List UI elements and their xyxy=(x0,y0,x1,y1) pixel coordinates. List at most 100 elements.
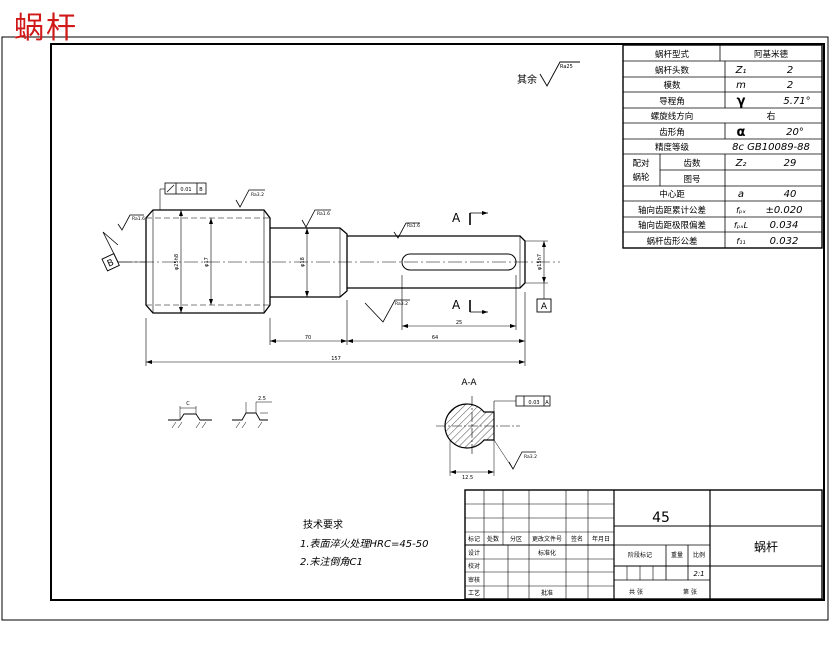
tol-frame-1-value: 0.01 xyxy=(180,187,191,193)
tb-weight-label: 重量 xyxy=(671,551,683,559)
tb-header-1: 处数 xyxy=(487,535,499,543)
tb-header-3: 更改文件号 xyxy=(532,535,562,543)
param-value-3: 5.71° xyxy=(783,96,810,107)
chamfer-details-text: C 2.5 xyxy=(186,396,266,407)
section-cut-label-bottom: A xyxy=(452,298,461,312)
tb-sheet-total: 共 张 xyxy=(629,588,643,596)
tol-frame-2-value: 0.03 xyxy=(528,400,539,406)
mating-drawing-no-label: 图号 xyxy=(683,175,700,185)
param-value-5: 20° xyxy=(786,127,804,138)
param-bottom-symbol-3: f₁₁ xyxy=(736,237,745,246)
rest-finish-label: 其余 xyxy=(517,73,537,86)
tol-frame-1-ref: B xyxy=(199,187,203,193)
rest-finish-value: Ra25 xyxy=(560,64,573,70)
ra-left: Ra1.6 xyxy=(132,216,145,222)
tb-header-0: 标记 xyxy=(468,535,480,543)
section-key-depth: 12.5 xyxy=(462,475,473,481)
ra-section: Ra3.2 xyxy=(524,454,537,460)
param-name-1: 蜗杆头数 xyxy=(655,65,690,76)
datum-a-box xyxy=(536,298,552,313)
dim-70: 70 xyxy=(305,335,311,341)
part-name: 蜗杆 xyxy=(754,539,778,554)
keyed-end-outline xyxy=(347,235,526,289)
param-bottom-value-0: 40 xyxy=(784,189,797,200)
datum-b-letter: B xyxy=(106,258,116,270)
tech-req-item-1: 1.表面淬火处理HRC=45-50 xyxy=(300,538,428,550)
tol-frame-2-ref: A xyxy=(545,400,549,406)
param-value-1: 2 xyxy=(787,65,793,76)
material: 45 xyxy=(652,510,670,526)
title-block xyxy=(464,489,823,600)
rest-surface-finish: 其余 Ra25 xyxy=(517,61,580,87)
journal-outline xyxy=(270,227,348,298)
tb-role-1: 校对 xyxy=(468,562,480,570)
tb-scale-value: 2:1 xyxy=(693,570,704,578)
param-value-0: 阿基米德 xyxy=(754,49,789,60)
dim-25: 25 xyxy=(456,320,462,326)
tb-sheet-no: 第 张 xyxy=(683,588,697,596)
param-symbol-2: m xyxy=(736,80,746,91)
title-block-text: 45 蜗杆 标记 处数 分区 更改文件号 签名 年月日 设计 校对 审核 工艺 … xyxy=(468,510,778,597)
dim-total: 157 xyxy=(331,356,341,362)
param-value-2: 2 xyxy=(787,80,793,91)
tb-scale-label: 比例 xyxy=(693,551,705,559)
dim-root-dia: φ17 xyxy=(204,257,210,267)
dim-end-dia: φ15h7 xyxy=(537,254,543,270)
param-name-3: 导程角 xyxy=(659,96,685,107)
main-view-text: 70 64 25 157 φ25h8 φ17 φ18 φ15h7 0.01 B … xyxy=(106,187,548,362)
ra-journal: Ra1.6 xyxy=(317,211,330,217)
param-name-6: 精度等级 xyxy=(655,142,690,153)
mating-teeth-value: 29 xyxy=(784,158,797,169)
mating-teeth-label: 齿数 xyxy=(683,158,701,169)
param-name-4: 螺旋线方向 xyxy=(651,111,694,122)
keyway-slot xyxy=(401,253,517,271)
ra-bottom: Ra3.2 xyxy=(395,301,408,307)
param-bottom-name-2: 轴向齿距极限偏差 xyxy=(638,220,706,231)
parameter-table xyxy=(622,44,823,249)
param-bottom-name-0: 中心距 xyxy=(659,189,685,200)
parameter-table-text: 蜗杆型式 阿基米德 蜗杆头数 Z₁ 2 模数 m 2 导程角 γ 5.71° 螺… xyxy=(632,49,810,247)
datum-a-letter: A xyxy=(541,302,548,312)
outer-border xyxy=(1,36,829,621)
tb-approve-label: 批准 xyxy=(541,589,553,597)
chamfer-details xyxy=(168,401,272,429)
section-cut-label-top: A xyxy=(452,211,461,225)
param-value-6: 8c GB10089-88 xyxy=(732,142,810,153)
param-bottom-symbol-2: fₚₓL xyxy=(734,221,748,230)
dim-64: 64 xyxy=(432,335,438,341)
tb-stage-label: 阶段标记 xyxy=(628,551,652,559)
param-bottom-value-1: ±0.020 xyxy=(765,205,802,216)
tolerance-frame-1 xyxy=(164,182,207,195)
roughness-symbol-icon xyxy=(539,61,580,87)
dim-journal-dia: φ18 xyxy=(300,257,306,267)
technical-requirements: 技术要求 1.表面淬火处理HRC=45-50 2.未注倒角C1 xyxy=(300,518,428,568)
drawing-title: 蜗杆 xyxy=(14,11,78,46)
param-bottom-name-3: 蜗杆齿形公差 xyxy=(646,236,697,247)
mating-label-2: 蜗轮 xyxy=(632,172,650,183)
param-bottom-name-1: 轴向齿距累计公差 xyxy=(638,205,706,216)
section-a-a-text: A-A 12.5 0.03 A Ra3.2 xyxy=(461,378,549,481)
param-bottom-symbol-0: a xyxy=(738,189,744,200)
tb-header-4: 签名 xyxy=(571,535,583,543)
param-name-2: 模数 xyxy=(663,80,681,91)
ra-key: Ra1.6 xyxy=(407,223,420,229)
mating-teeth-symbol: Z₂ xyxy=(735,158,747,169)
detail-cc-label: C xyxy=(186,401,190,407)
tb-role-2: 审核 xyxy=(468,576,480,584)
param-symbol-1: Z₁ xyxy=(735,65,747,76)
param-name-0: 蜗杆型式 xyxy=(655,49,690,60)
tb-role-0: 设计 xyxy=(468,549,480,557)
param-name-5: 齿形角 xyxy=(659,127,685,138)
section-view-label: A-A xyxy=(461,378,477,388)
tb-role-3: 工艺 xyxy=(468,589,480,597)
tech-req-item-2: 2.未注倒角C1 xyxy=(300,556,363,568)
param-bottom-symbol-1: fₚₓ xyxy=(736,206,746,215)
detail-25-label: 2.5 xyxy=(258,396,266,402)
tb-header-5: 年月日 xyxy=(592,535,610,543)
inner-border xyxy=(50,43,825,601)
datum-b-box xyxy=(101,253,120,272)
dim-worm-dia: φ25h8 xyxy=(174,254,180,270)
mating-label-1: 配对 xyxy=(632,158,650,169)
tb-std-label: 标准化 xyxy=(538,549,556,557)
